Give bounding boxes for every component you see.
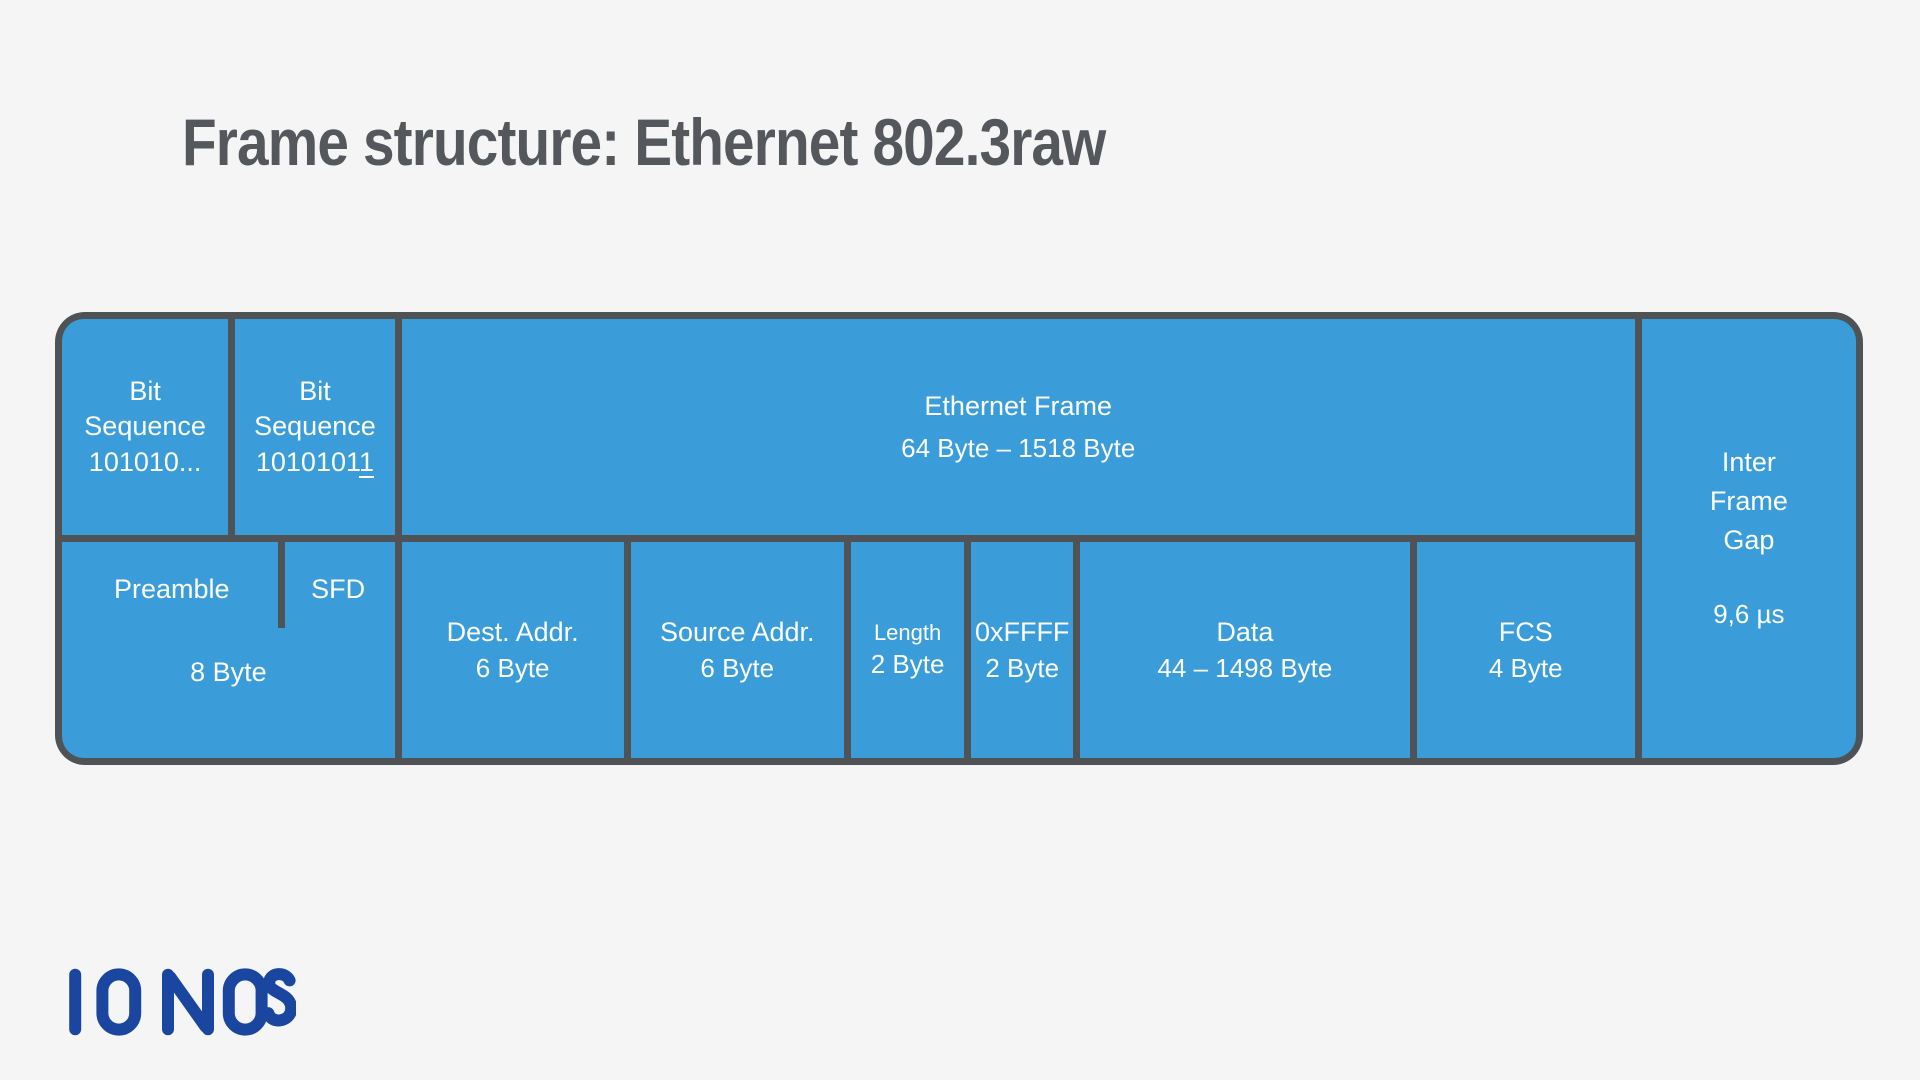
cell-preamble-sfd: Preamble SFD 8 Byte <box>62 542 395 758</box>
cell-source-addr: Source Addr. 6 Byte <box>630 542 844 758</box>
preamble-size: 8 Byte <box>190 657 267 687</box>
ionos-logo-graphic <box>69 968 296 1036</box>
ethernet-frame-name: Ethernet Frame <box>924 391 1112 422</box>
bit-sequence-2-value-last-bit: 1 <box>358 446 375 477</box>
preamble-name: Preamble <box>114 573 230 604</box>
inter-frame-gap-line1: Inter <box>1721 446 1776 477</box>
bit-sequence-2-value-main: 1010101 <box>255 446 359 477</box>
ionos-logo: IONOS <box>64 960 296 1044</box>
logo-letter-o1 <box>96 968 142 1036</box>
data-name-label: Data <box>1216 617 1274 648</box>
preamble-sfd-divider <box>277 542 285 628</box>
bit-sequence-1-line2: Sequence <box>84 411 206 442</box>
source-addr-size: 6 Byte <box>700 652 775 683</box>
source-addr-name: Source Addr. <box>659 617 815 648</box>
fcs-name: FCS <box>1498 617 1553 648</box>
page-title: Frame structure: Ethernet 802.3raw <box>182 105 1106 179</box>
cell-data: Data 44 – 1498 Byte <box>1080 542 1410 758</box>
inter-frame-gap-line2: Frame <box>1709 486 1788 517</box>
preamble-sfd-row: Preamble SFD <box>62 542 395 637</box>
sfd-name: SFD <box>311 573 366 604</box>
0xffff-size: 2 Byte <box>985 652 1060 683</box>
bit-sequence-2-line1: Bit <box>299 375 331 406</box>
bit-sequence-2-value: 10101011 <box>256 445 374 481</box>
cell-ethernet-frame: Ethernet Frame 64 Byte – 1518 Byte <box>401 319 1635 535</box>
length-name: Length <box>873 620 942 646</box>
bit-sequence-1-value: 101010... <box>88 446 202 477</box>
0xffff-name: 0xFFFF <box>974 617 1070 648</box>
length-size: 2 Byte <box>870 649 945 680</box>
fcs-size: 4 Byte <box>1488 652 1563 683</box>
dest-addr-name: Dest. Addr. <box>446 617 579 648</box>
cell-0xffff: 0xFFFF 2 Byte <box>971 542 1074 758</box>
cell-length: Length 2 Byte <box>850 542 965 758</box>
cell-dest-addr: Dest. Addr. 6 Byte <box>401 542 624 758</box>
dest-addr-size: 6 Byte <box>475 652 550 683</box>
cell-bit-sequence-1: Bit Sequence 101010... <box>62 319 229 535</box>
logo-letter-n <box>162 968 214 1036</box>
bit-sequence-1-line1: Bit <box>129 375 161 406</box>
cell-bit-sequence-2: Bit Sequence 10101011 <box>235 319 395 535</box>
inter-frame-gap-duration: 9,6 µs <box>1713 599 1785 630</box>
cell-fcs: FCS 4 Byte <box>1416 542 1635 758</box>
ethernet-frame-diagram: Bit Sequence 101010... Bit Sequence 1010… <box>55 312 1863 765</box>
bit-sequence-2-line2: Sequence <box>254 411 376 442</box>
cell-inter-frame-gap: Inter Frame Gap 9,6 µs <box>1641 319 1856 758</box>
logo-letter-s <box>262 968 296 1027</box>
ethernet-frame-size: 64 Byte – 1518 Byte <box>901 432 1136 463</box>
data-size: 44 – 1498 Byte <box>1157 652 1333 683</box>
logo-letter-o2 <box>222 968 268 1036</box>
inter-frame-gap-line3: Gap <box>1723 525 1775 556</box>
